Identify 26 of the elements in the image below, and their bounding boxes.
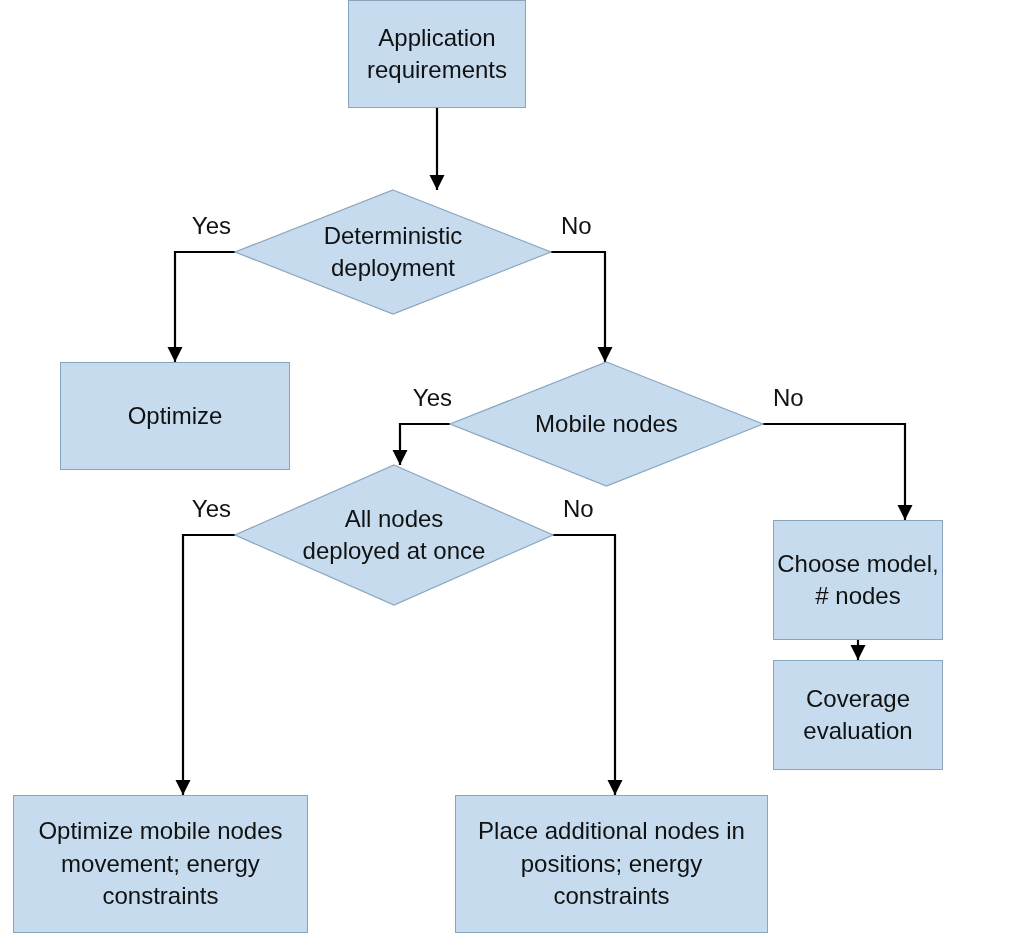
process-box (348, 0, 526, 108)
decision-diamond (235, 465, 553, 605)
node-text: Optimize mobile nodes movement; energy constraints (37, 816, 284, 912)
arrow (850, 640, 866, 660)
decision-diamond (450, 362, 763, 486)
arrow (175, 533, 235, 795)
node-text: Application requirements (365, 22, 509, 85)
node-text: Mobile nodes (535, 408, 678, 439)
arrow (763, 422, 913, 520)
node-text: All nodes deployed at once (301, 503, 487, 566)
node-text: Choose model, # nodes (776, 548, 940, 611)
node-text: Place additional nodes in positions; energy constraints (477, 816, 746, 912)
node-text: Coverage evaluation (802, 683, 914, 746)
process-box (773, 660, 943, 770)
process-box (60, 362, 290, 470)
decision-diamond (235, 190, 551, 314)
process-box (13, 795, 308, 933)
arrow (553, 533, 623, 795)
arrow (392, 422, 450, 465)
process-box (773, 520, 943, 640)
arrow (167, 250, 235, 362)
arrow (429, 108, 445, 190)
node-text: Optimize (127, 400, 223, 431)
arrow (551, 250, 613, 362)
node-text: Deterministic deployment (322, 220, 464, 283)
process-box (455, 795, 768, 933)
